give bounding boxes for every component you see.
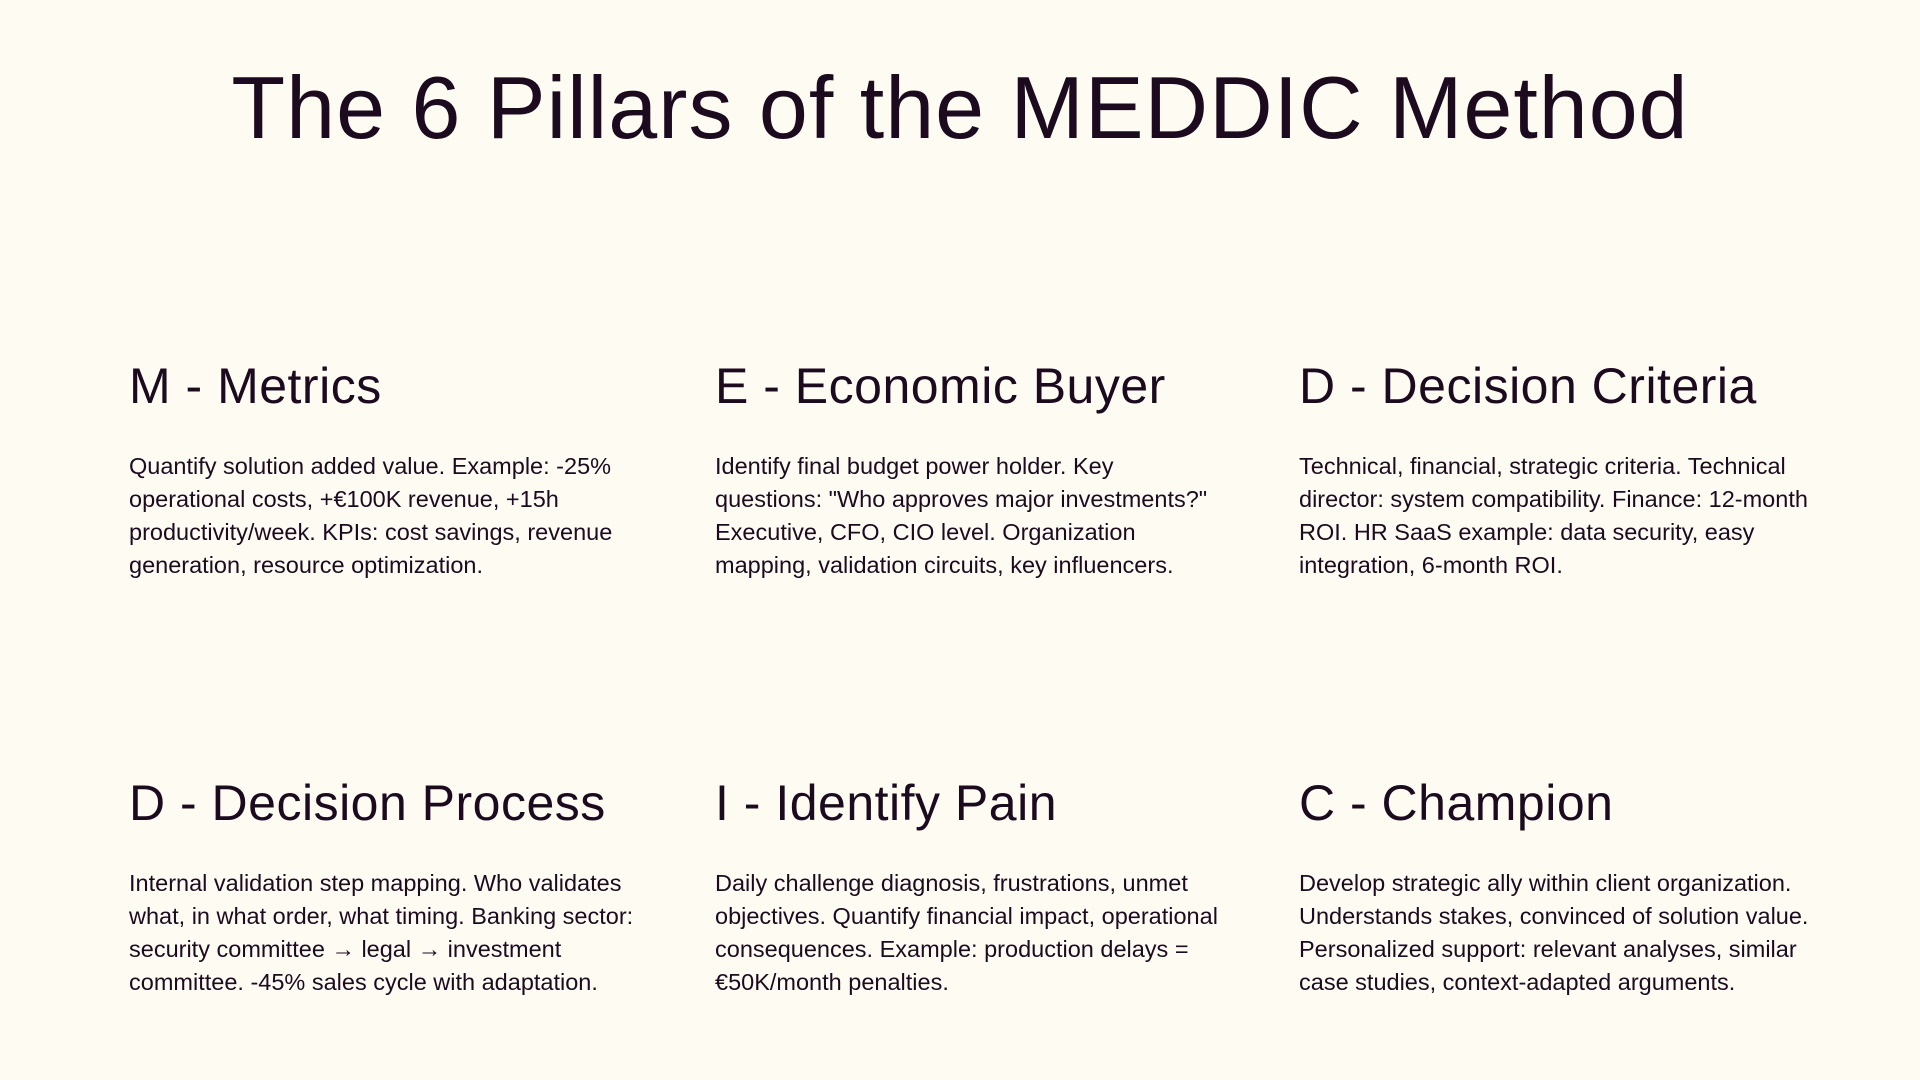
pillar-heading: M - Metrics [129,358,382,414]
magnifier-icon [815,0,935,10]
pillar-heading: E - Economic Buyer [715,358,1166,414]
pillar-description: Develop strategic ally within client org… [1299,870,1809,995]
swap-arrows-icon [233,0,353,18]
pillar-heading: I - Identify Pain [715,775,1057,831]
pillar-heading: C - Champion [1299,775,1614,831]
pillar-description: Daily challenge diagnosis, frustrations,… [715,870,1218,995]
puzzle-icon [1435,0,1555,10]
pillar-heading: D - Decision Criteria [1299,358,1757,414]
pillar-description: Technical, financial, strategic criteria… [1299,453,1808,578]
pillar-heading: D - Decision Process [129,775,606,831]
page-title: The 6 Pillars of the MEDDIC Method [231,58,1689,157]
pillar-description: Identify final budget power holder. Key … [715,453,1208,578]
pillar-description: Internal validation step mapping. Who va… [129,870,634,995]
pillar-description: Quantify solution added value. Example: … [129,453,613,578]
